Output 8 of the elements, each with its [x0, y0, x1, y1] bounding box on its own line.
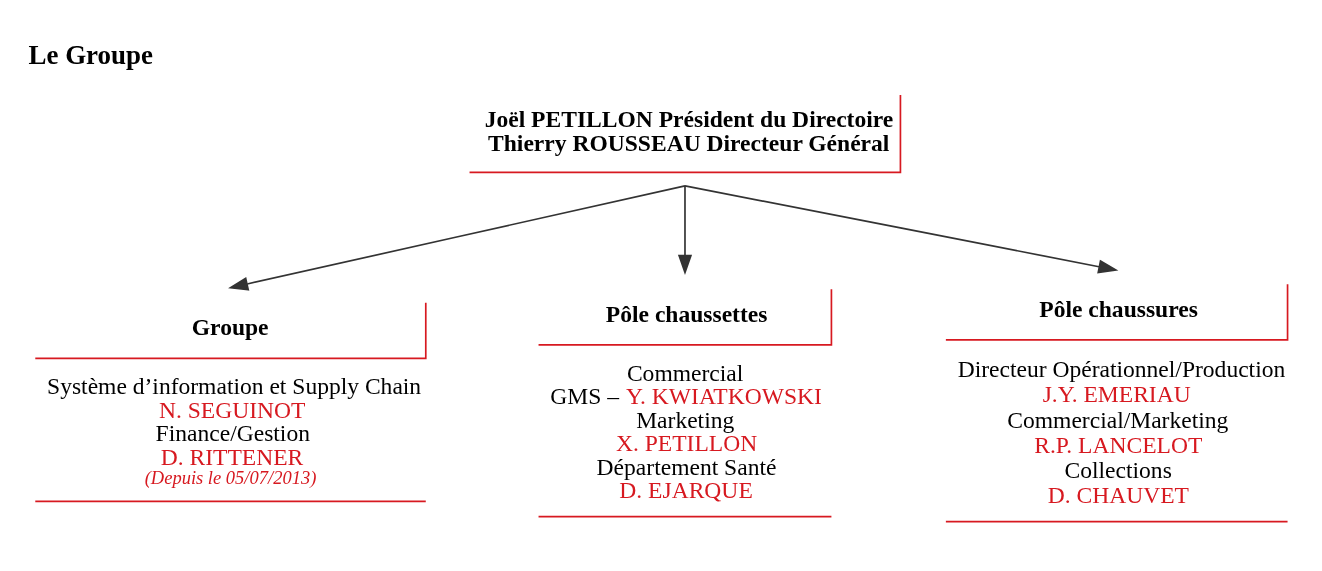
node-text: Groupe Système d’information et Supply Chain N. SEGUINOT Finance/Gestion D. RITTENER (Depuis le 05/07/2013): [47, 313, 422, 488]
arrow: [684, 184, 1119, 274]
diagram-title: Le Groupe: [28, 39, 153, 70]
arrow: [677, 184, 693, 275]
node-text: Joël PETILLON Président du Directoire Thierry ROUSSEAU Directeur Général: [484, 105, 894, 156]
node-text: Pôle chaussures Directeur Opérationnel/Production J.Y. EMERIAU Commercial/Marketing R.P. LANCELOT Collections D. CHAUVET: [957, 295, 1286, 508]
node-text: Pôle chaussettes Commercial GMS – Y. KWIATKOWSKI Marketing X. PETILLON Département Santé D. EJARQUE: [550, 300, 822, 503]
arrow: [228, 184, 686, 291]
